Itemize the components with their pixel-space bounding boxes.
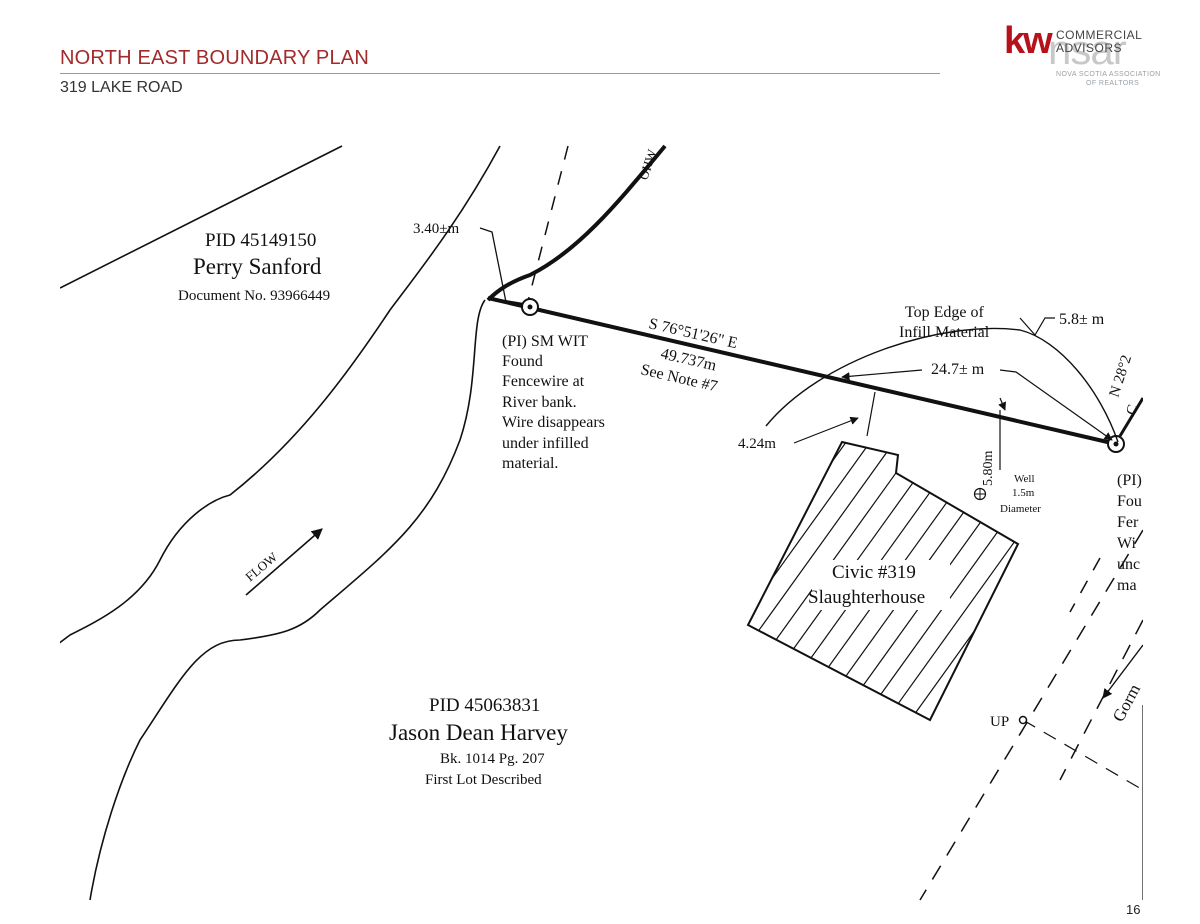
pi-right-line: Wi <box>1117 535 1136 552</box>
survey-marker-east-dot <box>1113 441 1119 447</box>
ohw-line <box>486 144 667 302</box>
pi-note-east: (PI) Fou Fer Wi unc ma <box>1117 472 1142 594</box>
boundary-line-east <box>1118 397 1143 437</box>
river-bank-west <box>60 145 501 644</box>
leader-58 <box>1019 317 1055 337</box>
dashed-line-north <box>526 145 569 306</box>
owner-nw-label: Perry Sanford <box>193 254 322 279</box>
pi-note-line: Fencewire at <box>502 373 585 390</box>
ohw-label: OHW <box>636 147 660 182</box>
leader-247-left <box>841 369 923 381</box>
header-divider <box>60 73 940 74</box>
hatch-line <box>748 442 815 720</box>
pid-sw-label: PID 45063831 <box>429 695 540 716</box>
pi-note-line: material. <box>502 455 558 472</box>
leader-424 <box>793 416 859 444</box>
page-subtitle: 319 LAKE ROAD <box>60 79 183 96</box>
pi-right-line: Fou <box>1117 493 1142 510</box>
book-sw-label: Bk. 1014 Pg. 207 <box>440 751 545 767</box>
dim-line-424 <box>866 391 876 437</box>
plan-svg: PID 45149150 Perry Sanford Document No. … <box>60 144 1143 901</box>
page-title: NORTH EAST BOUNDARY PLAN <box>60 47 369 69</box>
hatch-line <box>919 442 1018 720</box>
boundary-plan-drawing: PID 45149150 Perry Sanford Document No. … <box>60 140 1143 902</box>
nsar-assoc-line2: OF REALTORS <box>1086 80 1140 87</box>
flow-label: FLOW <box>242 549 280 585</box>
dim-247-label: 24.7± m <box>931 361 985 378</box>
kw-logo-line2: ADVISORS <box>1056 41 1123 55</box>
kw-logo: kw <box>1004 20 1053 62</box>
page-number: 16 <box>1126 902 1141 917</box>
pi-note-line: Found <box>502 353 543 370</box>
top-edge-label-1: Top Edge of <box>905 304 985 321</box>
pi-note-line: (PI) SM WIT <box>502 333 588 350</box>
building-label-bg <box>812 560 950 610</box>
pi-note-west: (PI) SM WIT Found Fencewire at River ban… <box>502 333 605 472</box>
top-edge-label-2: Infill Material <box>899 324 990 341</box>
utility-pole-marker <box>1018 715 1028 725</box>
dim-580-label: 5.80m <box>981 451 996 487</box>
lot-sw-label: First Lot Described <box>425 772 542 788</box>
pi-right-line: unc <box>1117 556 1140 573</box>
well-label-3: Diameter <box>1000 503 1041 515</box>
pi-right-line: (PI) <box>1117 472 1142 489</box>
hatch-line <box>464 420 694 740</box>
nsar-logo: nsar <box>1048 26 1127 73</box>
brand-logos: nsar kw COMMERCIAL ADVISORS NOVA SCOTIA … <box>1000 20 1190 97</box>
building-label: Slaughterhouse <box>808 587 925 608</box>
dim-340-label: 3.40±m <box>413 221 459 237</box>
dashed-line-se-4 <box>1022 719 1143 791</box>
hatch-line <box>748 442 911 720</box>
bearing-ne-label: N 28°2 <box>1107 353 1136 399</box>
well-label-2: 1.5m <box>1012 487 1035 499</box>
hatch-line <box>748 442 839 720</box>
bearing-ne-c-label: C <box>1124 403 1142 417</box>
pi-note-line: River bank. <box>502 394 577 411</box>
kw-logo-line1: COMMERCIAL <box>1056 28 1143 42</box>
owner-sw-label: Jason Dean Harvey <box>389 720 568 745</box>
leader-247-right <box>999 369 1113 441</box>
road-label: Gorm <box>1109 681 1143 725</box>
river-bank-east <box>89 299 486 901</box>
dim-58-label: 5.8± m <box>1059 311 1105 328</box>
boundary-line <box>487 296 1117 446</box>
doc-nw-label: Document No. 93966449 <box>178 288 330 304</box>
building-outline <box>746 440 1020 722</box>
road-flow-arrow <box>1102 644 1143 699</box>
hatch-line <box>748 442 791 720</box>
dashed-line-se-2 <box>1069 557 1101 613</box>
dashed-line-se-3 <box>1059 619 1143 781</box>
survey-marker-west-dot <box>527 304 533 310</box>
hatch-line <box>871 442 1018 720</box>
up-label: UP <box>990 714 1009 730</box>
dim-arrow-580 <box>998 397 1006 411</box>
hatch-line <box>847 442 1018 720</box>
civic-label: Civic #319 <box>832 562 916 583</box>
leader-340 <box>479 227 507 303</box>
pid-nw-label: PID 45149150 <box>205 230 316 251</box>
pi-right-line: Fer <box>1117 514 1139 531</box>
well-label-1: Well <box>1014 473 1035 485</box>
infill-edge-arc <box>765 327 1119 443</box>
nsar-assoc-line1: NOVA SCOTIA ASSOCIATION <box>1056 71 1161 78</box>
pi-right-line: ma <box>1117 577 1137 594</box>
parcel-line-nw <box>60 145 343 289</box>
dim-424-label: 4.24m <box>738 436 776 452</box>
flow-arrow <box>245 528 323 596</box>
pi-note-line: Wire disappears <box>502 414 605 431</box>
pi-note-line: under infilled <box>502 435 589 452</box>
hatch-line <box>748 442 767 720</box>
